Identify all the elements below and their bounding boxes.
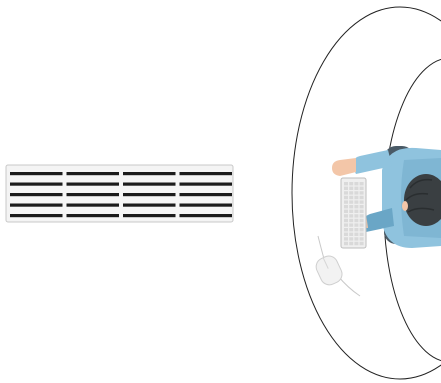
vent-slat bbox=[67, 183, 120, 186]
keyboard-key bbox=[360, 191, 364, 194]
keyboard-key bbox=[360, 228, 364, 231]
keyboard-key bbox=[344, 228, 348, 231]
keyboard-key bbox=[349, 200, 353, 203]
keyboard-key bbox=[354, 187, 358, 190]
keyboard-key bbox=[349, 191, 353, 194]
keyboard-icon bbox=[341, 178, 366, 248]
keyboard-key bbox=[360, 223, 364, 226]
keyboard-key bbox=[360, 187, 364, 190]
keyboard-key bbox=[349, 233, 353, 236]
keyboard-key bbox=[354, 210, 358, 213]
keyboard-key bbox=[349, 237, 353, 240]
keyboard-key bbox=[344, 233, 348, 236]
vent-slat bbox=[180, 214, 233, 217]
keyboard-key bbox=[344, 187, 348, 190]
keyboard-key bbox=[360, 242, 364, 245]
keyboard-key bbox=[354, 196, 358, 199]
vent-slat bbox=[123, 183, 176, 186]
keyboard-key bbox=[354, 237, 358, 240]
vent-slat bbox=[67, 193, 120, 196]
keyboard-key bbox=[344, 219, 348, 222]
vent-slat bbox=[123, 204, 176, 207]
mouse-body bbox=[313, 253, 345, 288]
keyboard-key bbox=[349, 242, 353, 245]
keyboard-key bbox=[354, 219, 358, 222]
keyboard-key bbox=[344, 196, 348, 199]
keyboard-key bbox=[344, 191, 348, 194]
keyboard-key bbox=[354, 233, 358, 236]
keyboard-key bbox=[344, 214, 348, 217]
vent-slat bbox=[10, 193, 63, 196]
vent-slat bbox=[123, 214, 176, 217]
vent-slat bbox=[67, 204, 120, 207]
keyboard-key bbox=[354, 200, 358, 203]
keyboard-key bbox=[349, 223, 353, 226]
keyboard-key bbox=[344, 210, 348, 213]
keyboard-key bbox=[360, 200, 364, 203]
keyboard-key bbox=[360, 196, 364, 199]
keyboard-key bbox=[360, 205, 364, 208]
vent-slat bbox=[67, 214, 120, 217]
vent-slat bbox=[180, 172, 233, 175]
keyboard-key bbox=[354, 191, 358, 194]
vent-slat bbox=[10, 183, 63, 186]
keyboard-key bbox=[354, 223, 358, 226]
vent-slat bbox=[10, 214, 63, 217]
vent-slat bbox=[123, 172, 176, 175]
keyboard-key bbox=[349, 210, 353, 213]
keyboard-key bbox=[349, 205, 353, 208]
vent-slat bbox=[180, 193, 233, 196]
keyboard-key bbox=[354, 205, 358, 208]
vent-slat bbox=[180, 204, 233, 207]
vent-slat bbox=[180, 183, 233, 186]
keyboard-key bbox=[349, 196, 353, 199]
vent-panel-icon bbox=[6, 165, 233, 222]
keyboard-key bbox=[349, 219, 353, 222]
keyboard-key bbox=[349, 214, 353, 217]
vent-slat bbox=[123, 193, 176, 196]
keyboard-key bbox=[349, 182, 353, 185]
keyboard-key bbox=[360, 237, 364, 240]
keyboard-key bbox=[344, 237, 348, 240]
vent-slat bbox=[67, 172, 120, 175]
keyboard-key bbox=[360, 210, 364, 213]
keyboard-key bbox=[360, 182, 364, 185]
keyboard-key bbox=[344, 223, 348, 226]
keyboard-key bbox=[349, 187, 353, 190]
keyboard-key bbox=[354, 242, 358, 245]
keyboard-key bbox=[344, 242, 348, 245]
keyboard-key bbox=[344, 200, 348, 203]
mouse-cable-2 bbox=[338, 276, 360, 296]
keyboard-key bbox=[354, 214, 358, 217]
hand-top bbox=[332, 158, 356, 176]
ear bbox=[402, 201, 408, 211]
keyboard-key bbox=[354, 228, 358, 231]
keyboard-key bbox=[344, 182, 348, 185]
keyboard-key bbox=[349, 228, 353, 231]
vent-slat bbox=[10, 204, 63, 207]
keyboard-key bbox=[360, 219, 364, 222]
vent-slat bbox=[10, 172, 63, 175]
keyboard-key bbox=[354, 182, 358, 185]
keyboard-key bbox=[360, 233, 364, 236]
keyboard-key bbox=[344, 205, 348, 208]
keyboard-key bbox=[360, 214, 364, 217]
